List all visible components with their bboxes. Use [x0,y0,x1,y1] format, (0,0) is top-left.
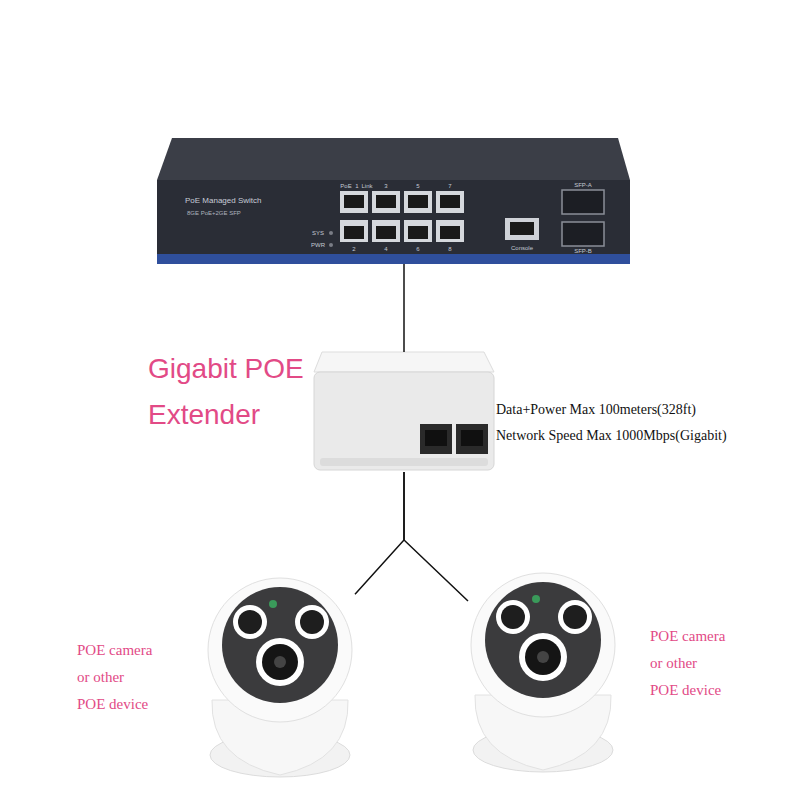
camera-node: POE camera or other POE device [468,570,618,775]
port-label: 6 [416,246,419,252]
poe-extender-illustration-part [314,352,494,372]
dome-camera-illustration-part [233,605,267,639]
port-label: SFP-A [574,182,592,188]
dome-camera-illustration-part [519,633,567,681]
spec-note: Data+Power Max 100meters(328ft) [496,397,696,423]
rj45-port-part [372,220,400,242]
port-label: SYS [312,230,324,236]
rj45-port [340,191,464,242]
rj45-port-part [404,220,432,242]
port-label: 2 [352,246,355,252]
sfp-port [562,190,604,246]
rj45-port-part [340,220,368,242]
dome-camera-illustration-part [269,600,277,608]
port-label: Console [511,245,533,251]
device-model: 8GE PoE+2GE SFP [187,209,241,217]
rj45-port-part [372,191,400,213]
rj45-port-part [440,226,460,239]
rj45-port-part [344,226,364,239]
port-label: PWR [311,242,325,248]
port-label: 8 [448,246,451,252]
rj45-port-part [404,191,432,213]
cable-line [403,264,405,352]
poe-extender-illustration [314,352,494,470]
rj45-port-part [408,226,428,239]
dome-camera-illustration-part [537,651,549,663]
dome-camera-illustration-part [222,587,338,703]
status-led-part [329,231,333,235]
console-port [505,218,539,240]
port-label: Link [361,183,372,189]
dome-camera-illustration-part [295,605,329,639]
poe-extender-illustration-part [320,458,488,466]
dome-camera-illustration-part [496,600,530,634]
spec-note: Network Speed Max 1000Mbps(Gigabit) [496,423,727,449]
dome-camera-illustration-part [525,639,561,675]
dome-camera-illustration-part [274,656,286,668]
dome-camera-illustration-part [485,582,601,698]
poe-extender-illustration-part [456,424,488,454]
port-label: PoE [340,183,351,189]
camera-node: POE camera or other POE device [205,575,355,780]
poe-switch-illustration-part [157,254,630,264]
rj45-port-part [340,191,368,213]
port-label: 7 [448,183,451,189]
dome-camera-illustration-part [501,605,525,629]
port-label: 4 [384,246,387,252]
port-label: 1 [355,183,358,189]
dome-camera-illustration-part [471,573,615,717]
switch-node: PoE Managed Switch 8GE PoE+2GE SFP [157,138,630,264]
sfp-port-part [562,190,604,214]
rj45-port-part [376,226,396,239]
poe-extender-illustration-part [420,424,452,454]
status-led-part [329,243,333,247]
sfp-port-part [562,222,604,246]
port-label: SFP-B [574,248,592,254]
rj45-port-part [440,195,460,208]
poe-extender-illustration-part [425,430,447,446]
port-label: 3 [384,183,387,189]
cable-line [355,472,404,594]
dome-camera-illustration-part [563,605,587,629]
cable-line [404,472,468,601]
rj45-port-part [436,220,464,242]
poe-extender-illustration-part [461,430,483,446]
device-name: PoE Managed Switch [185,196,262,206]
poe-extender-illustration-part [314,372,494,470]
dome-camera-illustration-part [208,578,352,722]
rj45-port-part [344,195,364,208]
console-port-part [510,222,534,235]
device-caption: POE camera or other POE device [77,637,155,718]
poe-switch-illustration-part [157,138,630,180]
console-port-part [505,218,539,240]
rj45-port-part [436,191,464,213]
dome-camera-illustration [471,573,615,772]
poe-switch-illustration [157,138,630,264]
dome-camera-illustration-part [256,638,304,686]
status-led [329,231,333,247]
device-caption: POE camera or other POE device [650,623,728,704]
extender-node: Gigabit POE ExtenderData+Power Max 100me… [314,352,494,472]
rj45-port-part [376,195,396,208]
dome-camera-illustration-part [300,610,324,634]
dome-camera-illustration-part [558,600,592,634]
dome-camera-illustration-part [532,595,540,603]
poe-switch-illustration-part [157,180,630,256]
port-label: 5 [416,183,419,189]
dome-camera-illustration [208,578,352,777]
dome-camera-illustration-part [262,644,298,680]
rj45-port-part [408,195,428,208]
extender-heading: Gigabit POE Extender [148,346,313,438]
dome-camera-illustration-part [238,610,262,634]
